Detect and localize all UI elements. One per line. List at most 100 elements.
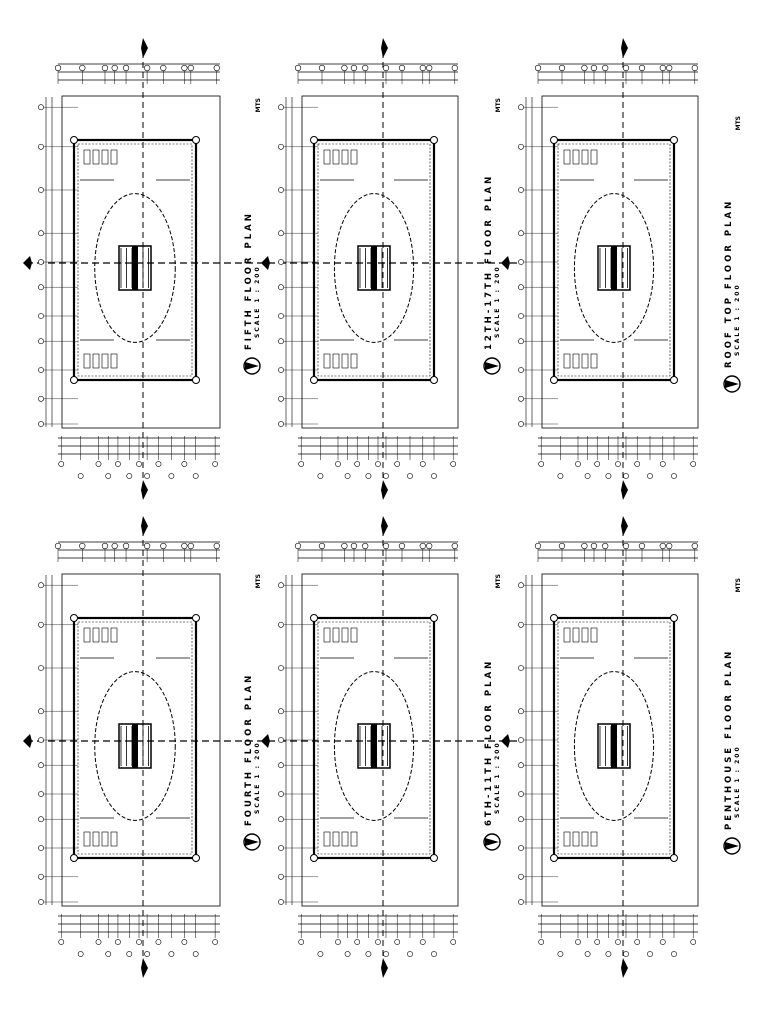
- grid-bubble: [659, 939, 666, 945]
- grid-bubble: [419, 461, 426, 467]
- grid-bubble: [278, 187, 284, 193]
- corner-column: [550, 614, 558, 622]
- grid-bubble: [168, 951, 175, 957]
- corner-column: [310, 854, 318, 862]
- building-outline: [312, 138, 436, 382]
- grid-bubble: [318, 64, 326, 72]
- grid-bubble: [111, 542, 118, 550]
- grid-bubble: [298, 939, 305, 945]
- corner-column: [430, 854, 438, 862]
- grid-bubble: [518, 421, 524, 427]
- furniture: [92, 353, 100, 369]
- grid-bubble: [518, 708, 524, 715]
- grid-bubble: [38, 762, 44, 769]
- plan-title: 6TH-11TH FLOOR PLAN: [484, 658, 494, 826]
- grid-bubble: [557, 473, 564, 479]
- core-oval: [94, 193, 176, 343]
- furniture: [332, 627, 340, 643]
- furniture: [101, 627, 109, 643]
- grid-bubble: [623, 473, 629, 479]
- grid-bubble: [126, 473, 133, 479]
- grid-bubble: [38, 845, 44, 851]
- grid-bubble: [38, 259, 44, 265]
- grid-bubble: [518, 873, 524, 880]
- north-arrow-pointer: [485, 838, 499, 846]
- furniture: [341, 831, 349, 847]
- grid-bubble: [518, 187, 524, 193]
- grid-bubble: [278, 421, 284, 427]
- grid-bubble: [192, 473, 199, 479]
- building-outline: [552, 138, 676, 382]
- section-marker: [381, 516, 388, 536]
- furniture: [563, 353, 571, 369]
- grid-bubble: [58, 939, 65, 945]
- grid-bubble: [136, 939, 142, 945]
- grid-bubble: [192, 951, 199, 957]
- floor-plan-fourth: [38, 516, 261, 978]
- grid-bubble: [278, 899, 284, 905]
- grid-bubble: [419, 64, 426, 72]
- furniture: [563, 149, 571, 165]
- plan-title: 12TH-17TH FLOOR PLAN: [484, 173, 494, 350]
- grid-bubble: [623, 951, 629, 957]
- grid-bubble: [160, 542, 167, 550]
- plan-scale: SCALE 1 : 200: [254, 741, 261, 814]
- grid-bubble: [168, 473, 175, 479]
- section-marker: [141, 480, 148, 500]
- corner-column: [550, 136, 558, 144]
- grid-bubble: [115, 939, 121, 945]
- furniture: [83, 149, 91, 165]
- grid-bubble: [38, 421, 44, 427]
- plan-title: FIFTH FLOOR PLAN: [244, 211, 254, 350]
- furniture: [332, 831, 340, 847]
- corner-column: [550, 854, 558, 862]
- furniture: [101, 149, 109, 165]
- grid-bubble: [671, 951, 677, 957]
- corner-column: [192, 376, 200, 384]
- grid-bubble: [622, 542, 630, 550]
- core-oval: [573, 671, 655, 821]
- grid-bubble: [294, 64, 302, 72]
- grid-bubble: [407, 951, 413, 957]
- grid-bubble: [431, 473, 437, 479]
- window-band: [317, 143, 431, 377]
- furniture: [590, 353, 598, 369]
- grid-bubble: [594, 939, 601, 945]
- grid-bubble: [375, 461, 381, 467]
- grid-bubble: [557, 951, 564, 957]
- grid-bubble: [341, 64, 348, 72]
- furniture: [350, 831, 358, 847]
- corner-column: [70, 136, 78, 144]
- furniture: [332, 353, 340, 369]
- core-wall: [132, 246, 138, 290]
- grid-bubble: [181, 542, 188, 550]
- grid-bubble: [278, 665, 284, 671]
- furniture: [110, 353, 118, 369]
- plan-scale: SCALE 1 : 200: [494, 741, 501, 814]
- grid-bubble: [278, 762, 284, 769]
- corner-column: [192, 614, 200, 622]
- grid-bubble: [419, 542, 426, 550]
- furniture: [350, 353, 358, 369]
- grid-bubble: [122, 542, 130, 550]
- grid-bubble: [38, 791, 44, 797]
- grid-bubble: [54, 542, 62, 550]
- grid-bubble: [38, 816, 44, 823]
- building-outline: [312, 616, 436, 860]
- plan-title: FOURTH FLOOR PLAN: [244, 672, 254, 826]
- grid-bubble: [38, 621, 44, 628]
- plan-frame: [541, 95, 699, 429]
- grid-bubble: [79, 542, 86, 550]
- grid-bubble: [101, 542, 109, 550]
- grid-bubble: [659, 542, 666, 550]
- building-outline: [72, 138, 198, 382]
- core-oval: [333, 671, 415, 821]
- plan-title: PENTHOUSE FLOOR PLAN: [724, 648, 734, 830]
- grid-bubble: [622, 64, 630, 72]
- grid-bubble: [38, 284, 44, 291]
- furniture: [572, 831, 580, 847]
- window-band: [77, 143, 193, 377]
